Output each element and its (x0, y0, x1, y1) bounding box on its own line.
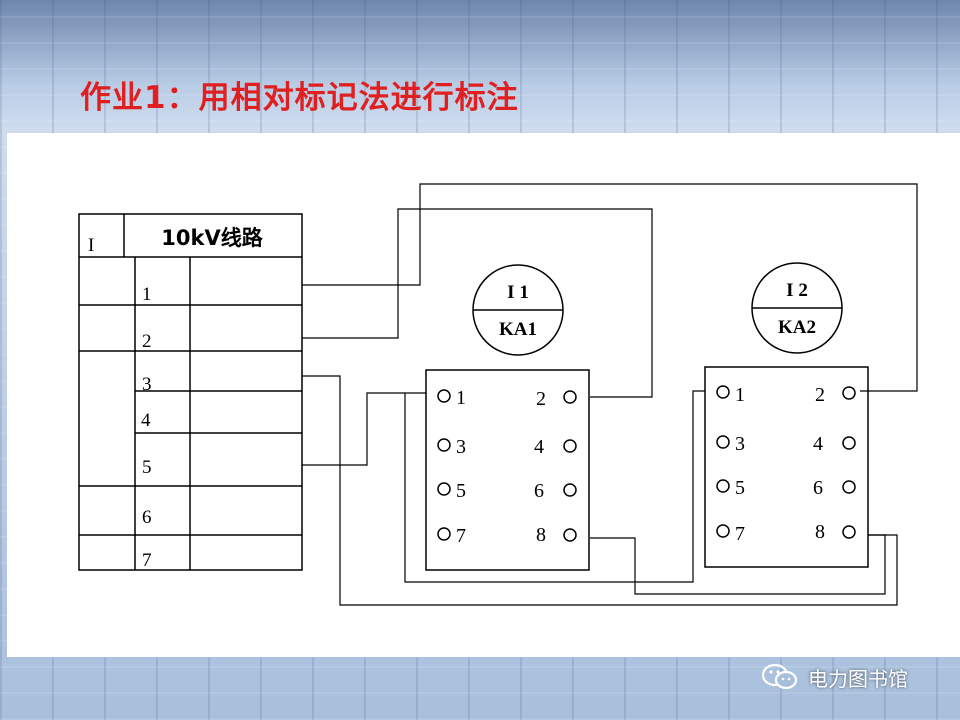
ka2-terminal-label: 8 (815, 521, 825, 543)
terminal-row-label: 7 (142, 550, 152, 571)
terminal-ka1-4 (563, 439, 577, 453)
terminal-block-marker: I (88, 235, 94, 256)
ka2-terminal-label: 3 (735, 433, 745, 455)
terminal-row-label: 4 (141, 410, 151, 431)
terminal-ka1-8 (563, 528, 577, 542)
ka1-terminal-label: 2 (536, 388, 546, 410)
wire-row2-to-ka1-2 (302, 208, 653, 398)
terminal-ka2-3 (716, 435, 730, 449)
terminal-ka2-5 (716, 479, 730, 493)
wire-row5-to-ka1-1 (302, 392, 426, 466)
relay-ka1-body (425, 369, 590, 571)
ka2-terminal-label: 7 (735, 523, 745, 545)
terminal-ka2-2 (842, 386, 856, 400)
terminal-row-label: 6 (142, 507, 152, 528)
terminal-ka2-6 (842, 480, 856, 494)
wire-ka1-1-to-ka2-1 (404, 390, 705, 583)
wire-row1-to-ka2-2 (302, 183, 918, 392)
ka1-terminal-label: 7 (456, 525, 466, 547)
terminal-row-label: 3 (142, 374, 152, 395)
terminal-ka1-5 (437, 482, 451, 496)
ka2-terminal-label: 4 (813, 433, 823, 455)
terminal-ka1-2 (563, 390, 577, 404)
relay-ka2-name: KA2 (778, 317, 816, 338)
ka2-terminal-label: 5 (735, 477, 745, 499)
relay-ka1-label: I 1 (507, 282, 529, 303)
ka2-terminal-label: 1 (735, 384, 745, 406)
ka1-terminal-label: 3 (456, 436, 466, 458)
terminal-ka2-7 (716, 524, 730, 538)
ka2-terminal-label: 6 (813, 477, 823, 499)
ka1-terminal-label: 5 (456, 480, 466, 502)
slide-title: 作业1：用相对标记法进行标注 (80, 80, 519, 116)
terminal-ka2-1 (716, 385, 730, 399)
ka1-terminal-label: 1 (456, 387, 466, 409)
ka2-terminal-label: 2 (815, 384, 825, 406)
terminal-ka2-4 (842, 436, 856, 450)
terminal-row-label: 2 (142, 331, 152, 352)
terminal-block-header: 10kV线路 (161, 226, 263, 250)
wire-row3-to-ka2-8 (302, 375, 898, 606)
terminal-ka2-8 (842, 525, 856, 539)
wechat-icon (761, 663, 798, 690)
ka1-terminal-label: 8 (536, 524, 546, 546)
terminal-ka1-6 (563, 483, 577, 497)
terminal-row-label: 5 (142, 457, 152, 478)
ka1-terminal-label: 4 (534, 436, 544, 458)
terminal-ka1-1 (437, 389, 451, 403)
watermark: 电力图书馆 (760, 660, 908, 694)
ka1-terminal-label: 6 (534, 480, 544, 502)
terminal-ka1-7 (437, 527, 451, 541)
relay-ka2-body (704, 366, 869, 568)
watermark-text: 电力图书馆 (808, 666, 908, 691)
terminal-ka1-3 (437, 438, 451, 452)
relay-ka1-name: KA1 (499, 319, 537, 340)
relay-ka2-label: I 2 (786, 280, 808, 301)
terminal-row-label: 1 (142, 284, 152, 305)
